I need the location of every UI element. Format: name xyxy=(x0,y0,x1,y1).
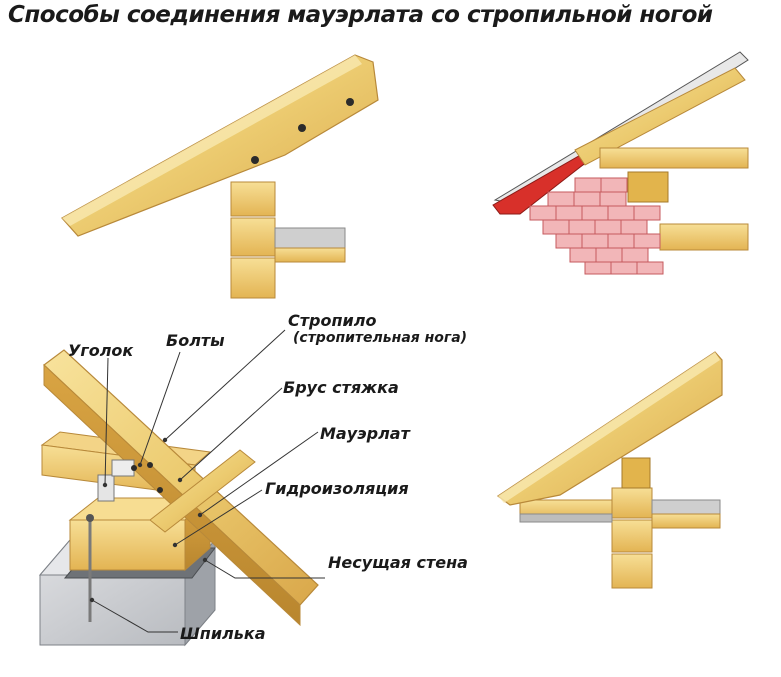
panel-top-left-rafter-bolted xyxy=(61,54,379,299)
brick-wall xyxy=(529,177,664,275)
label-anchor-stud: Шпилька xyxy=(180,624,266,643)
label-waterproofing: Гидроизоляция xyxy=(265,479,409,498)
ceiling-joist-wood xyxy=(274,247,346,263)
leader-shpilka xyxy=(91,599,178,633)
panel-bottom-left-joint-detail xyxy=(38,329,325,647)
panel-bottom-right-log-wall xyxy=(496,351,723,589)
leader-ugolok xyxy=(104,357,109,486)
rafter-top-edge xyxy=(498,352,720,503)
page-title: Способы соединения мауэрлата со стропиль… xyxy=(8,2,713,28)
wall-log xyxy=(611,553,653,589)
bolt xyxy=(131,465,137,471)
leader-bolty xyxy=(139,351,181,466)
bolt xyxy=(251,156,259,164)
leader-brus xyxy=(179,387,283,481)
label-bearing-wall: Несущая стена xyxy=(328,553,468,572)
panel-top-right-brick-wall xyxy=(492,51,749,275)
label-bolts: Болты xyxy=(166,331,225,350)
soffit-board xyxy=(519,513,613,523)
anchor-stud-nut xyxy=(86,514,94,522)
bolt xyxy=(147,462,153,468)
wall-log xyxy=(611,519,653,553)
label-tie-beam: Брус стяжка xyxy=(283,378,399,397)
floor-beam xyxy=(659,223,749,251)
wall-log xyxy=(611,487,653,519)
corner-bracket xyxy=(97,474,115,502)
label-rafter-sub: (стропительная нога) xyxy=(293,330,468,346)
ceiling-joist-wood xyxy=(651,513,721,529)
tie-beam xyxy=(599,147,749,169)
mauerlat-beam xyxy=(621,457,651,489)
mauerlat-beam xyxy=(627,171,669,203)
leader-stena xyxy=(204,559,325,579)
label-rafter: Стропило xyxy=(288,311,377,330)
ceiling-joist xyxy=(651,499,721,515)
ceiling-joist xyxy=(274,227,346,249)
leader-stropilo xyxy=(164,329,286,441)
rafter-board xyxy=(574,67,746,166)
leader-gidro xyxy=(174,489,263,546)
corner-bracket xyxy=(111,459,135,477)
wall-log xyxy=(230,257,276,299)
bolt xyxy=(157,487,163,493)
bolt xyxy=(298,124,306,132)
rafter-leg-side xyxy=(43,363,301,627)
label-mauerlat: Мауэрлат xyxy=(320,424,410,443)
leader-mauerlat xyxy=(199,431,319,516)
rafter-top-edge xyxy=(62,55,362,226)
label-corner-bracket: Уголок xyxy=(68,341,134,360)
wall-log xyxy=(230,217,276,257)
rafter-cross xyxy=(149,449,256,533)
wall-log xyxy=(230,181,276,217)
rafter-board xyxy=(61,54,379,237)
bolt xyxy=(346,98,354,106)
